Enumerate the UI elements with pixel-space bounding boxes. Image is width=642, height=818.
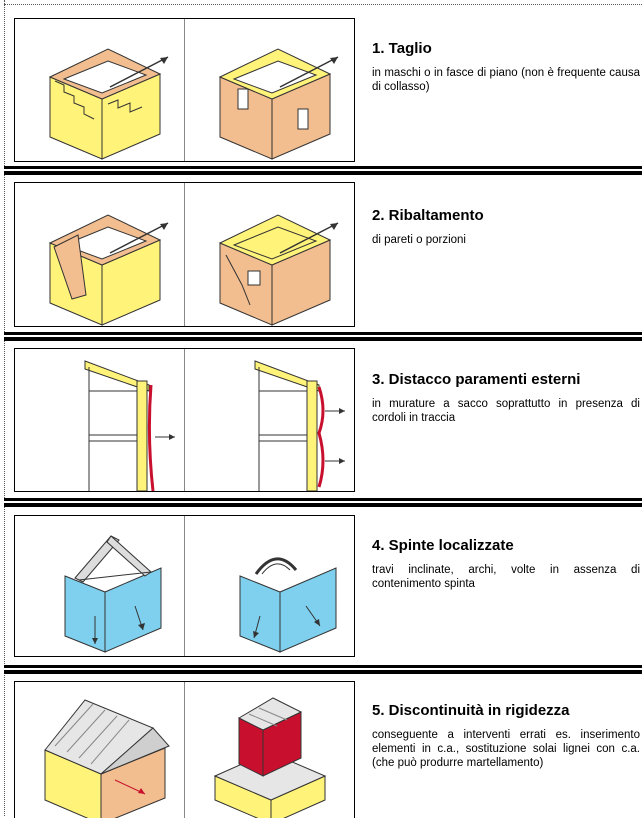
overturning-illustration: [48, 214, 339, 326]
mechanism-desc-4: travi inclinate, archi, volte in assenza…: [372, 564, 640, 590]
row-separator-3: [4, 498, 642, 507]
stiffness-discontinuity-illustration: [44, 697, 327, 818]
mechanism-desc-5: conseguente a interventi errati es. inse…: [372, 729, 640, 769]
row-separator-1: [4, 166, 642, 175]
mechanism-desc-3: in murature a sacco soprattutto in prese…: [372, 398, 640, 424]
mechanism-title-4: 4. Spinte localizzate: [372, 537, 514, 554]
mechanism-row-5: 5. Discontinuità in rigidezza conseguent…: [0, 674, 642, 818]
illustration-panel-4: [14, 515, 355, 657]
mechanism-row-2: 2. Ribaltamento di pareti o porzioni: [0, 175, 642, 332]
illustration-panel-1: [14, 18, 355, 162]
row-separator-2: [4, 332, 642, 341]
mechanism-row-3: 3. Distacco paramenti esterni in muratur…: [0, 341, 642, 498]
mechanism-desc-2: di pareti o porzioni: [372, 234, 466, 246]
mechanism-title-5: 5. Discontinuità in rigidezza: [372, 702, 570, 719]
page-border-top: [4, 4, 642, 5]
illustration-panel-3: [14, 348, 355, 492]
mechanism-desc-1: in maschi o in fasce di piano (non è fre…: [372, 67, 640, 93]
localized-thrust-illustration: [64, 535, 337, 653]
illustration-panel-5: [14, 681, 355, 818]
mechanism-row-1: 1. Taglio in maschi o in fasce di piano …: [0, 0, 642, 166]
mechanism-title-1: 1. Taglio: [372, 40, 432, 57]
shear-failure-illustration: [48, 48, 339, 160]
mechanism-title-2: 2. Ribaltamento: [372, 207, 484, 224]
row-separator-4: [4, 665, 642, 674]
illustration-panel-2: [14, 182, 355, 327]
page-border-left: [4, 0, 5, 816]
wall-delamination-illustration: [84, 360, 345, 491]
mechanism-title-3: 3. Distacco paramenti esterni: [372, 371, 581, 388]
mechanism-row-4: 4. Spinte localizzate travi inclinate, a…: [0, 507, 642, 665]
